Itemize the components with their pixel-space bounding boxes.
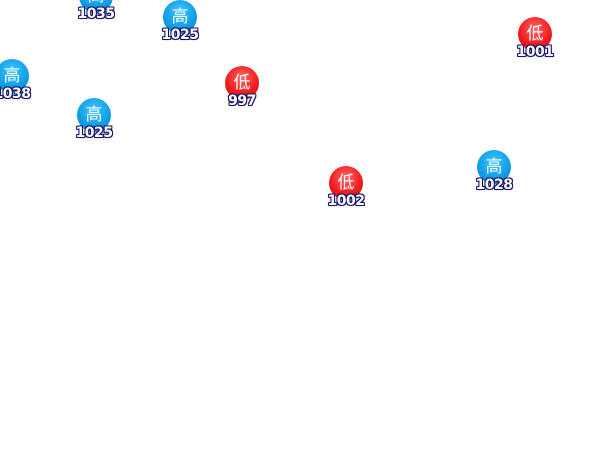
high-pressure-center-1025: 高 1025: [64, 98, 124, 142]
low-pressure-center-1002: 低 1002: [316, 166, 376, 210]
low-pressure-icon: 低: [518, 17, 552, 51]
low-pressure-center-997: 低 997: [212, 66, 272, 110]
high-pressure-icon: 高: [77, 98, 111, 132]
pressure-value: 1001: [516, 44, 554, 60]
pressure-value: 1002: [327, 193, 365, 209]
high-pressure-center-1038: 高 1038: [0, 59, 42, 103]
low-pressure-icon: 低: [225, 66, 259, 100]
high-pressure-center-1028: 高 1028: [464, 150, 524, 194]
high-pressure-icon: 高: [79, 0, 113, 13]
pressure-value: 1038: [0, 86, 31, 102]
pressure-value: 1025: [75, 125, 113, 141]
high-pressure-icon: 高: [477, 150, 511, 184]
low-pressure-icon: 低: [329, 166, 363, 200]
pressure-value: 1035: [77, 6, 115, 22]
high-pressure-icon: 高: [163, 0, 197, 34]
high-pressure-icon: 高: [0, 59, 29, 93]
pressure-value: 997: [228, 93, 256, 109]
pressure-value: 1028: [475, 177, 513, 193]
high-pressure-center-1025: 高 1025: [150, 0, 210, 44]
pressure-value: 1025: [161, 27, 199, 43]
low-pressure-center-1001: 低 1001: [505, 17, 565, 61]
high-pressure-center-1035: 高 1035: [66, 0, 126, 23]
high-pressure-center-1021: 高 1021: [249, 0, 309, 3]
pressure-value: 1021: [249, 0, 309, 2]
